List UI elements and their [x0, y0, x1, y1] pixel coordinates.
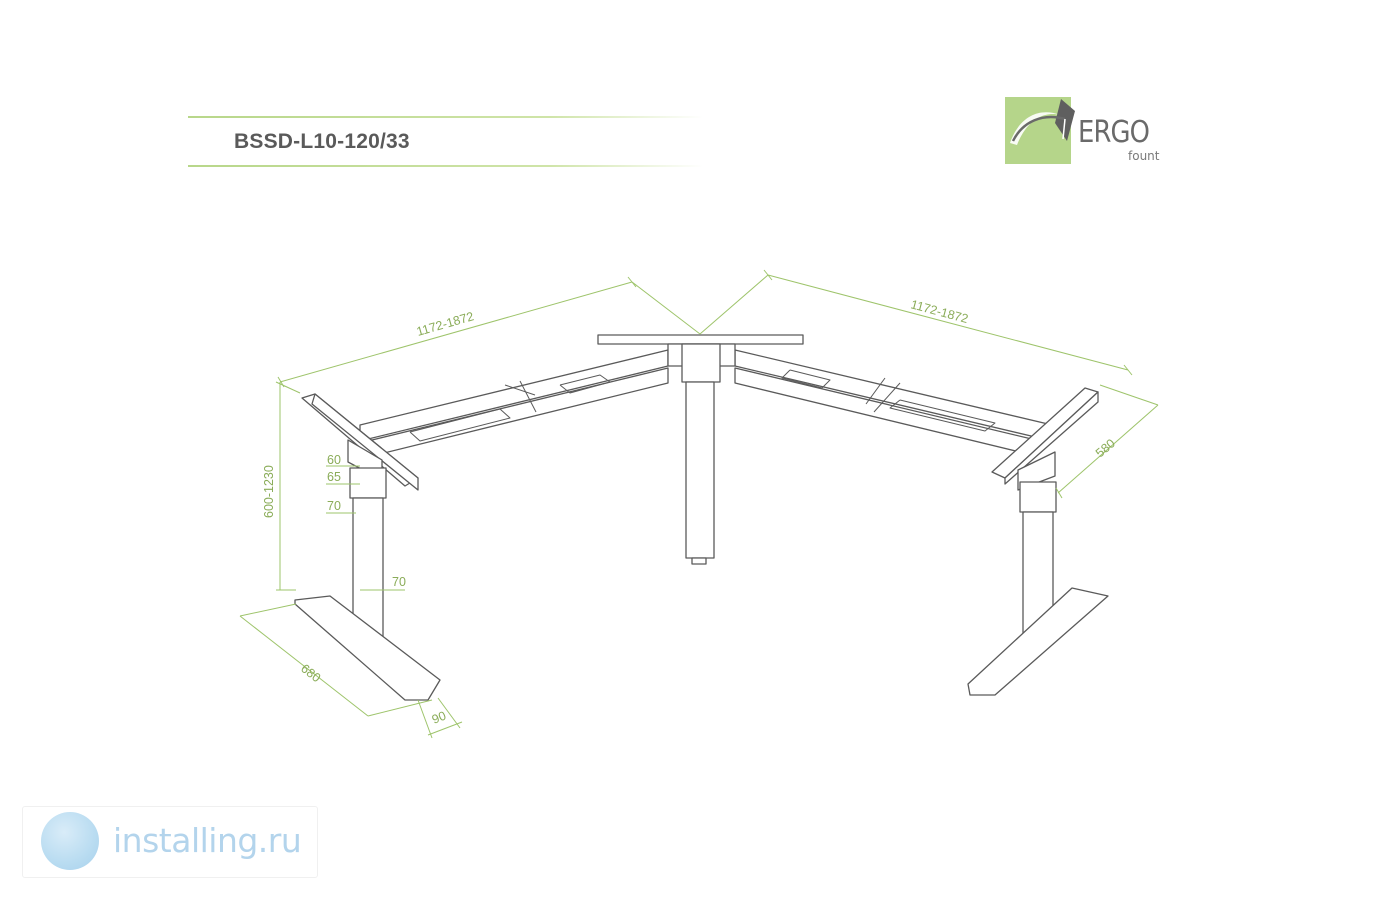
- left-leg-upper: [349, 467, 387, 499]
- dim-right-width-label: 1172-1872: [909, 297, 970, 326]
- dim-foot-width-ext-a: [417, 699, 433, 739]
- dim-height-ext-top: [275, 381, 301, 394]
- dim-depth-label: 580: [1093, 436, 1118, 460]
- dim-foot-length-ext-2: [367, 699, 433, 717]
- watermark-text: installing.ru: [113, 821, 302, 860]
- desk-frame: [294, 334, 1109, 701]
- dim-foot-width-ext-b: [437, 697, 461, 729]
- dim-right-width-ext: [699, 274, 769, 335]
- header-rule-top: [188, 116, 703, 118]
- center-column-top: [681, 343, 721, 383]
- right-beam-slot-2: [781, 369, 831, 389]
- logo-sub: fount: [1128, 149, 1160, 163]
- right-bracket-mount: [1017, 451, 1056, 491]
- dim-offset-70-label: 70: [392, 575, 406, 589]
- left-beam-upper: [359, 349, 669, 442]
- dim-left-width-label: 1172-1872: [415, 309, 475, 339]
- dim-foot-length-line: [239, 615, 369, 717]
- left-beam-lower: [367, 367, 669, 455]
- logo-word: ERGO: [1078, 115, 1150, 150]
- dimension-lines: [239, 269, 1159, 739]
- center-column-cap: [691, 557, 707, 565]
- dim-depth-line: [1057, 404, 1159, 494]
- dim-section-70-label: 70: [327, 499, 341, 513]
- right-beam-joint: [865, 377, 886, 405]
- dim-foot-length-ext: [239, 603, 297, 617]
- right-foot: [967, 587, 1109, 696]
- dim-left-width-line: [279, 281, 633, 383]
- left-beam-slot-2: [559, 374, 611, 394]
- dim-right-tick-a: [763, 269, 773, 281]
- watermark: installing.ru: [22, 806, 318, 878]
- model-title: BSSD-L10-120/33: [234, 130, 410, 153]
- dim-section-65-label: 65: [327, 470, 341, 484]
- center-column: [685, 381, 715, 559]
- left-beam-slot: [409, 408, 511, 442]
- right-bracket-side: [1004, 391, 1099, 485]
- left-beam-joint-2: [519, 380, 537, 413]
- dim-depth-tick: [1055, 487, 1063, 499]
- ergo-swoosh-icon: [1010, 99, 1075, 145]
- header: BSSD-L10-120/33: [188, 110, 708, 174]
- ergo-logo: ERGO fount: [1005, 97, 1175, 167]
- globe-icon: [41, 812, 99, 870]
- dim-left-tick-b: [627, 276, 637, 288]
- dim-foot-width-label: 90: [430, 709, 448, 727]
- dim-height-label: 600-1230: [262, 465, 276, 518]
- center-plate: [597, 334, 804, 345]
- left-bracket-side: [311, 393, 419, 491]
- right-beam-joint-2: [873, 382, 901, 413]
- dim-right-tick-b: [1123, 364, 1133, 376]
- dim-section-60-label: 60: [327, 453, 341, 467]
- right-beam-slot: [889, 399, 996, 432]
- dim-depth-ext-top: [1099, 384, 1159, 406]
- dim-left-width-ext: [631, 281, 701, 335]
- right-leg-upper: [1019, 481, 1057, 513]
- dim-foot-width-line: [427, 721, 463, 736]
- left-beam-joint: [504, 384, 536, 396]
- dim-right-width-line: [767, 274, 1129, 371]
- header-rule-bottom: [188, 165, 703, 167]
